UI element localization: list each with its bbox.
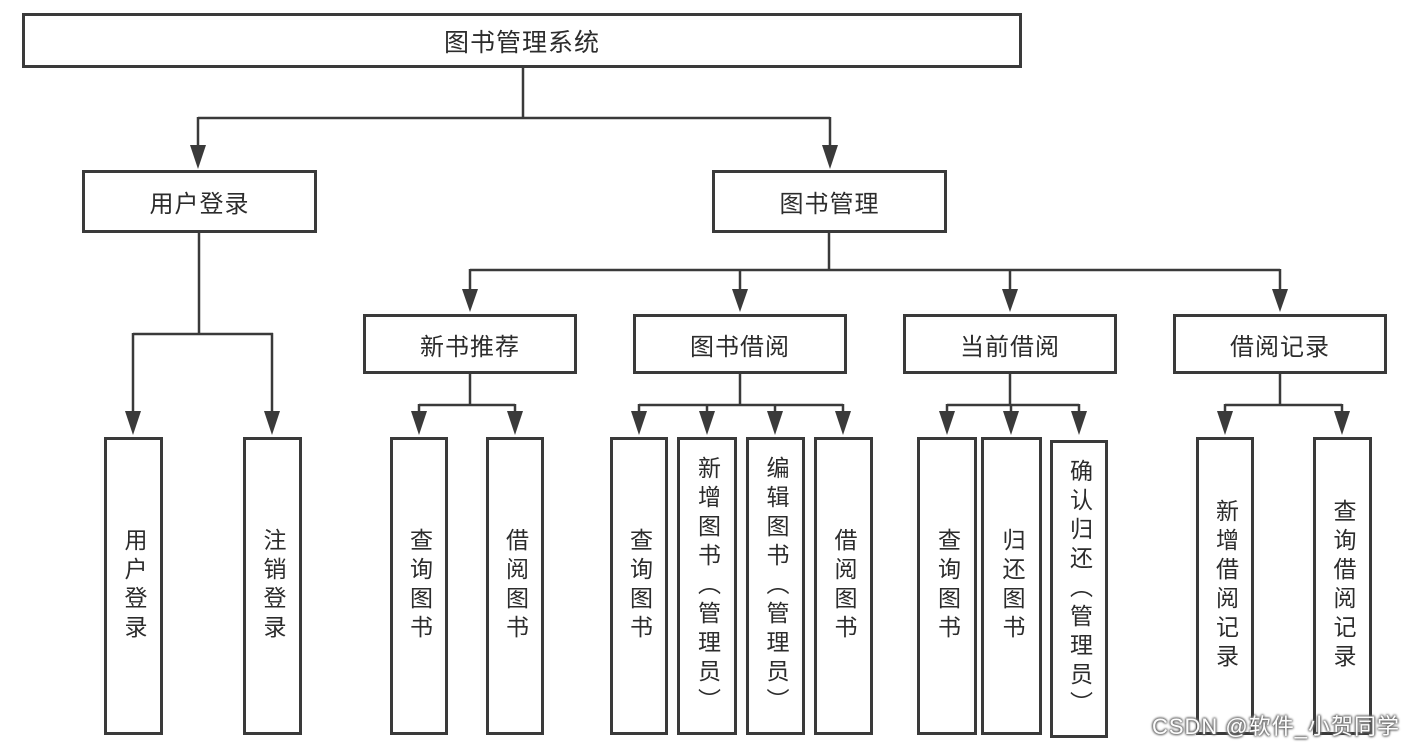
leaf-current-query-books-label: 查询图书 (934, 528, 961, 644)
leaf-borrowing-borrow-books-label: 借阅图书 (831, 528, 857, 644)
leaf-recommend-query-books-label: 查询图书 (406, 528, 433, 644)
node-current-borrowing-label: 当前借阅 (960, 333, 1060, 361)
node-book-borrowing-label: 图书借阅 (690, 333, 790, 361)
node-borrowing-records: 借阅记录 (1173, 314, 1387, 374)
leaf-records-query-borrow-record: 查询借阅记录 (1313, 437, 1372, 735)
node-book-management: 图书管理 (712, 170, 947, 233)
node-user-login: 用户登录 (82, 170, 317, 233)
node-new-book-recommend-label: 新书推荐 (420, 333, 520, 361)
leaf-current-confirm-return-admin: 确认归还（管理员） (1050, 440, 1108, 738)
leaf-user-login: 用户登录 (104, 437, 163, 735)
leaf-records-add-borrow-record: 新增借阅记录 (1196, 437, 1254, 735)
leaf-current-return-books-label: 归还图书 (999, 528, 1025, 644)
leaf-current-confirm-return-admin-label: 确认归还（管理员） (1066, 458, 1093, 720)
leaf-records-add-borrow-record-label: 新增借阅记录 (1212, 499, 1239, 673)
leaf-borrowing-add-books-admin: 新增图书（管理员） (677, 437, 737, 735)
leaf-borrowing-borrow-books: 借阅图书 (814, 437, 873, 735)
leaf-recommend-query-books: 查询图书 (390, 437, 448, 735)
node-user-login-label: 用户登录 (149, 191, 250, 218)
leaf-user-login-label: 用户登录 (121, 528, 147, 644)
leaf-borrowing-add-books-admin-label: 新增图书（管理员） (694, 455, 721, 717)
leaf-borrowing-query-books: 查询图书 (610, 437, 668, 735)
leaf-records-query-borrow-record-label: 查询借阅记录 (1330, 499, 1356, 673)
leaf-current-query-books: 查询图书 (917, 437, 977, 735)
node-root: 图书管理系统 (22, 13, 1022, 68)
leaf-logout-login: 注销登录 (243, 437, 302, 735)
leaf-current-return-books: 归还图书 (981, 437, 1042, 735)
node-new-book-recommend: 新书推荐 (363, 314, 577, 374)
leaf-recommend-borrow-books: 借阅图书 (486, 437, 544, 735)
leaf-borrowing-query-books-label: 查询图书 (626, 528, 653, 644)
leaf-recommend-borrow-books-label: 借阅图书 (502, 528, 529, 644)
leaf-borrowing-edit-books-admin: 编辑图书（管理员） (746, 437, 805, 735)
node-book-management-label: 图书管理 (779, 191, 880, 218)
node-borrowing-records-label: 借阅记录 (1230, 333, 1330, 361)
watermark: CSDN @软件_小贺同学 (1151, 714, 1400, 739)
leaf-borrowing-edit-books-admin-label: 编辑图书（管理员） (763, 455, 789, 717)
leaf-logout-login-label: 注销登录 (260, 528, 286, 644)
node-book-borrowing: 图书借阅 (633, 314, 847, 374)
node-root-label: 图书管理系统 (443, 28, 600, 57)
node-current-borrowing: 当前借阅 (903, 314, 1117, 374)
